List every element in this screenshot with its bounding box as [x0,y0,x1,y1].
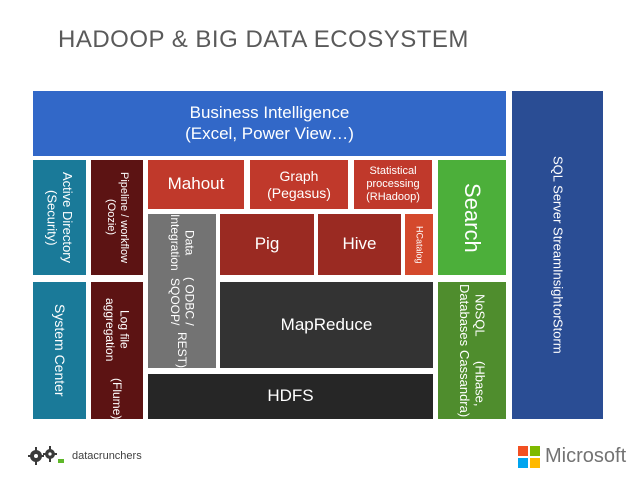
microsoft-logo-icon [518,445,540,468]
statistical-line3: (RHadoop) [366,191,420,204]
pipeline-workflow-label: Pipeline / workflow (Oozie) [105,171,131,264]
hcatalog-block: HCatalog [405,214,433,275]
hdfs-block: HDFS [148,374,433,419]
log-aggregation-line2: (Flume) [110,377,125,419]
graph-line1: Graph [279,167,319,184]
datacrunchers-logo: datacrunchers [28,445,142,467]
hive-label: Hive [342,234,377,254]
mahout-label: Mahout [167,174,225,194]
page-title: HADOOP & BIG DATA ECOSYSTEM [58,26,469,53]
bi-line1: Business Intelligence [189,103,350,123]
statistical-line2: processing [366,177,420,190]
hcatalog-label: HCatalog [414,225,425,264]
search-block: Search [438,160,506,275]
active-directory-block: Active Directory (Security) [33,160,86,275]
mapreduce-label: MapReduce [280,314,373,334]
streaminsight-line2: or [550,307,566,320]
hive-block: Hive [318,214,401,275]
mapreduce-block: MapReduce [220,282,433,368]
data-integration-line2: ( ODBC / SQOOP/ [168,277,197,326]
pig-block: Pig [220,214,314,275]
nosql-line2: (Hbase, Cassandra) [457,349,488,418]
graph-block: Graph (Pegasus) [250,160,348,209]
data-integration-line1: Data Integration [168,214,197,271]
datacrunchers-gear-logo-icon [28,446,64,465]
system-center-block: System Center [33,282,86,419]
nosql-line1: NoSQL Databases [457,283,488,347]
statistical-processing-block: Statistical processing (RHadoop) [354,160,432,209]
system-center-label: System Center [51,304,68,397]
streaminsight-line1: SQL Server StreamInsight [550,156,566,308]
streaminsight-line3: Storm [550,319,566,354]
graph-line2: (Pegasus) [267,184,331,201]
search-label: Search [460,182,486,253]
log-aggregation-block: Log file aggregation (Flume) [91,282,143,419]
active-directory-label: Active Directory (Security) [44,171,76,264]
data-integration-block: Data Integration ( ODBC / SQOOP/ REST) [148,214,216,368]
streaminsight-block: SQL Server StreamInsight or Storm [512,91,603,419]
pipeline-workflow-block: Pipeline / workflow (Oozie) [91,160,143,275]
nosql-databases-block: NoSQL Databases (Hbase, Cassandra) [438,282,506,419]
statistical-line1: Statistical [369,164,417,177]
datacrunchers-wordmark: datacrunchers [72,450,142,462]
hdfs-label: HDFS [267,386,314,406]
business-intelligence-block: Business Intelligence (Excel, Power View… [33,91,506,156]
data-integration-line3: REST) [175,332,190,368]
log-aggregation-line1: Log file aggregation [103,298,132,362]
mahout-block: Mahout [148,160,244,209]
microsoft-wordmark: Microsoft [545,445,627,467]
microsoft-logo: Microsoft [518,445,626,468]
bi-line2: (Excel, Power View…) [185,123,354,143]
pig-label: Pig [254,234,280,254]
